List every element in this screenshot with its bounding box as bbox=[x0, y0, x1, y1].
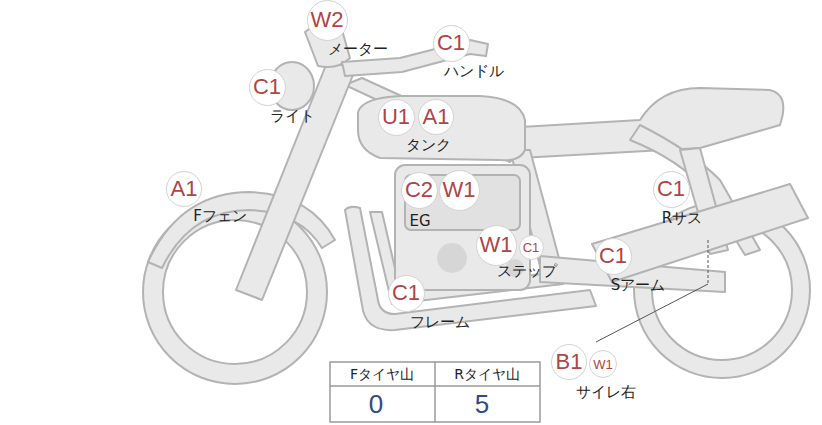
part-label: タンク bbox=[406, 136, 451, 154]
callout-circle: B1 bbox=[551, 344, 587, 380]
callout-code: C1 bbox=[437, 32, 465, 54]
part-label: サイレ右 bbox=[576, 383, 636, 401]
callout-circle: C1 bbox=[433, 25, 470, 62]
part-label: ステップ bbox=[497, 262, 557, 280]
callout-code: U1 bbox=[382, 106, 410, 128]
table-header: Fタイヤ山 bbox=[350, 366, 414, 383]
part-label: Sアーム bbox=[611, 276, 666, 294]
callout-code: W1 bbox=[443, 179, 476, 201]
callout-circle: W1 bbox=[476, 225, 517, 266]
callout-code: W1 bbox=[593, 358, 613, 371]
callout-code: W1 bbox=[480, 234, 513, 256]
part-label: ライト bbox=[270, 107, 315, 125]
callout-circle: C1 bbox=[519, 235, 544, 260]
callout-code: B1 bbox=[556, 351, 583, 373]
table-value: 0 bbox=[369, 389, 383, 420]
callout-circle: W1 bbox=[589, 350, 617, 378]
callout-code: C1 bbox=[523, 241, 540, 254]
callout-circle: W2 bbox=[307, 0, 348, 41]
callout-circle: U1 bbox=[378, 99, 415, 136]
part-label: Fフェン bbox=[193, 207, 247, 225]
callout-code: C1 bbox=[657, 178, 685, 200]
table-header: Rタイヤ山 bbox=[454, 366, 520, 383]
callout-circle: A1 bbox=[418, 99, 454, 135]
callout-code: C1 bbox=[253, 76, 281, 98]
callout-code: C1 bbox=[599, 245, 627, 267]
callout-circle: W1 bbox=[439, 170, 480, 211]
callout-code: C1 bbox=[392, 282, 420, 304]
callout-code: W2 bbox=[311, 9, 344, 31]
callout-code: A1 bbox=[423, 106, 450, 128]
callout-circle: C1 bbox=[249, 69, 286, 106]
part-label: フレーム bbox=[410, 313, 470, 331]
callout-circle: C2 bbox=[401, 172, 438, 209]
part-label: Rサス bbox=[662, 209, 702, 227]
part-label: メーター bbox=[328, 40, 388, 58]
callout-circle: C1 bbox=[653, 171, 690, 208]
callout-circle: A1 bbox=[166, 171, 202, 207]
table-value: 5 bbox=[475, 389, 489, 420]
callout-circle: C1 bbox=[388, 275, 425, 312]
callout-code: A1 bbox=[171, 178, 198, 200]
part-label: ハンドル bbox=[444, 62, 504, 80]
callout-circle: C1 bbox=[595, 238, 632, 275]
part-label: EG bbox=[409, 212, 430, 230]
callout-code: C2 bbox=[405, 179, 433, 201]
